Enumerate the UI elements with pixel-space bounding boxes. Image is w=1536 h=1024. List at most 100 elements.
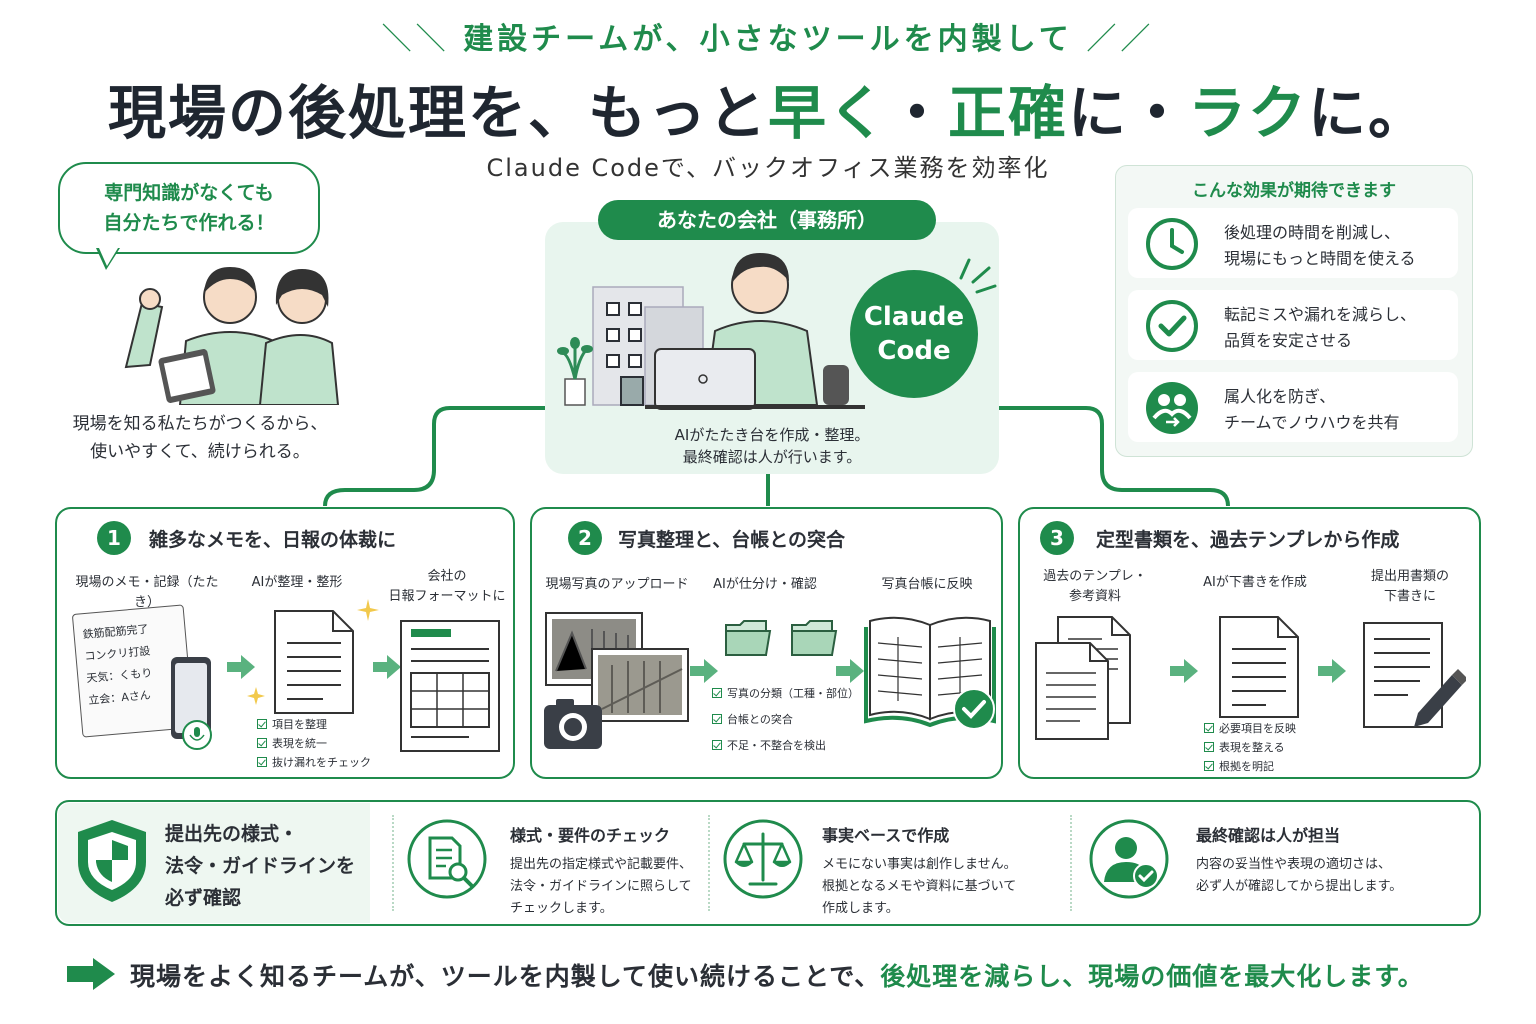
- step-1-check-2: 表現を統一: [257, 734, 371, 753]
- checkbox-icon: [1204, 723, 1214, 733]
- effect-quality-line2: 品質を安定させる: [1224, 331, 1353, 350]
- compliance-lead-line1: 提出先の様式・: [165, 823, 299, 845]
- headline: 現場の後処理を、もっと早く・正確に・ラクに。: [0, 66, 1536, 150]
- checkbox-icon: [712, 740, 722, 750]
- checkbox-icon: [257, 738, 267, 748]
- effect-item-time: 後処理の時間を削減し、 現場にもっと時間を使える: [1128, 208, 1458, 278]
- step-2-col1-label: 現場写真のアップロード: [545, 577, 689, 592]
- speech-bubble: 専門知識がなくても 自分たちで作れる！: [58, 162, 320, 254]
- clock-icon: [1146, 218, 1198, 270]
- flow-arrow-2a: [690, 659, 718, 683]
- step-1-card: 1 雑多なメモを、日報の体裁に 現場のメモ・記録（たたき） AIが整理・整形 会…: [55, 507, 515, 779]
- step-2-check-2: 台帳との突合: [712, 707, 859, 733]
- left-caption: 現場を知る私たちがつくるから、 使いやすくて、続けられる。: [40, 410, 360, 466]
- footer-message: 現場をよく知るチームが、ツールを内製して使い続けることで、後処理を減らし、現場の…: [130, 957, 1424, 993]
- checkbox-icon: [1204, 742, 1214, 752]
- effect-time-line1: 後処理の時間を削減し、: [1224, 223, 1401, 242]
- fact-based-line3: 作成します。: [822, 901, 899, 916]
- team-share-icon: [1146, 382, 1198, 434]
- step-3-check-2: 表現を整える: [1204, 738, 1296, 757]
- dotted-divider: [392, 815, 394, 911]
- dotted-divider: [708, 815, 710, 911]
- report-form-icon: [400, 620, 500, 752]
- flow-arrow-1a: [227, 655, 255, 679]
- headline-dot: ・: [887, 79, 948, 147]
- step-1-title: 雑多なメモを、日報の体裁に: [149, 529, 397, 551]
- headline-fast: 早く: [767, 79, 888, 147]
- site-photos-icon: [544, 612, 689, 749]
- shield-icon: [78, 820, 146, 902]
- bubble-line1: 専門知識がなくても: [104, 182, 274, 204]
- photo-ledger-icon: [864, 616, 996, 730]
- company-caption-line2: 最終確認は人が行います。: [682, 448, 862, 466]
- checkbox-icon: [712, 688, 722, 698]
- company-caption-line1: AIがたたき台を作成・整理。: [674, 426, 870, 444]
- compliance-item-format: 様式・要件のチェック 提出先の指定様式や記載要件、 法令・ガイドラインに照らして…: [510, 822, 692, 920]
- workers-illustration: [124, 267, 340, 405]
- submission-pen-icon: [1363, 622, 1466, 728]
- step-1-col3-line1: 会社の: [427, 569, 467, 584]
- step-3-col3-line2: 下書きに: [1383, 589, 1436, 604]
- step-2-title: 写真整理と、台帳との突合: [618, 529, 846, 551]
- left-caption-line1: 現場を知る私たちがつくるから、: [72, 414, 328, 434]
- flow-arrow-3b: [1318, 659, 1346, 683]
- checkbox-icon: [1204, 761, 1214, 771]
- format-check-text: 提出先の指定様式や記載要件、 法令・ガイドラインに照らして チェックします。: [510, 854, 692, 920]
- effect-time-line2: 現場にもっと時間を使える: [1224, 249, 1416, 268]
- step-2-col3-label: 写真台帳に反映: [881, 577, 973, 592]
- footer-part2: 後処理を減らし、現場の価値を最大化します。: [880, 962, 1424, 991]
- tagline-text: 建設チームが、小さなツールを内製して: [463, 22, 1073, 57]
- step-2-check-1: 写真の分類（工種・部位）: [712, 681, 859, 707]
- step-3-col1-line2: 参考資料: [1068, 589, 1121, 604]
- step-2-number: 2: [568, 521, 602, 555]
- sparkle-icon: [247, 687, 265, 705]
- step-3-number: 3: [1040, 521, 1074, 555]
- document-search-icon: [407, 819, 487, 899]
- fact-based-line1: メモにない事実は創作しません。: [822, 857, 1017, 872]
- step-3-col1-label: 過去のテンプレ・ 参考資料: [1030, 567, 1160, 607]
- office-illustration: [557, 253, 865, 410]
- headline-easy: ラク: [1188, 79, 1309, 147]
- slash-decoration-right: ／／: [1072, 22, 1155, 57]
- claude-badge-line1: Claude: [863, 302, 965, 332]
- human-review-text: 内容の妥当性や表現の適切さは、 必ず人が確認してから提出します。: [1196, 854, 1402, 898]
- step-3-checklist: 必要項目を反映 表現を整える 根拠を明記: [1204, 719, 1296, 776]
- checkbox-icon: [257, 719, 267, 729]
- subheadline: Claude Codeで、バックオフィス業務を効率化: [486, 154, 1050, 182]
- left-caption-line2: 使いやすくて、続けられる。: [90, 442, 310, 462]
- folder-icons: [725, 620, 838, 656]
- footer-arrow-icon: [67, 958, 115, 990]
- step-2-col2-label: AIが仕分け・確認: [713, 577, 817, 592]
- format-check-line1: 提出先の指定様式や記載要件、: [510, 857, 693, 872]
- human-review-title: 最終確認は人が担当: [1196, 826, 1341, 845]
- sparkle-icon: [357, 599, 379, 621]
- bubble-tail-inner: [99, 248, 118, 266]
- step-3-card: 3 定型書類を、過去テンプレから作成 過去のテンプレ・ 参考資料 AIが下書きを…: [1018, 507, 1481, 779]
- human-review-line2: 必ず人が確認してから提出します。: [1196, 879, 1403, 894]
- fact-based-title: 事実ベースで作成: [822, 826, 950, 845]
- step-3-check-1: 必要項目を反映: [1204, 719, 1296, 738]
- fact-based-text: メモにない事実は創作しません。 根拠となるメモや資料に基づいて 作成します。: [822, 854, 1017, 920]
- compliance-lead-text: 提出先の様式・ 法令・ガイドラインを 必ず確認: [165, 818, 355, 914]
- person-check-icon: [1089, 819, 1169, 899]
- format-check-line2: 法令・ガイドラインに照らして: [510, 879, 692, 894]
- check-circle-icon: [1146, 300, 1198, 352]
- headline-part1: 現場の後処理を、もっと: [107, 79, 768, 147]
- effect-team-line1: 属人化を防ぎ、: [1224, 387, 1336, 406]
- footer-part1: 現場をよく知るチームが、ツールを内製して使い続けることで、: [130, 962, 881, 991]
- effects-title: こんな効果が期待できます: [1192, 181, 1396, 201]
- scale-icon: [723, 819, 803, 899]
- slash-decoration-left: ＼＼: [381, 22, 464, 57]
- step-3-col2-label: AIが下書きを作成: [1203, 575, 1307, 590]
- company-label: あなたの会社（事務所）: [598, 200, 936, 240]
- flow-arrow-2b: [836, 659, 864, 683]
- step-3-check-3: 根拠を明記: [1204, 757, 1296, 776]
- compliance-item-human: 最終確認は人が担当 内容の妥当性や表現の適切さは、 必ず人が確認してから提出しま…: [1196, 822, 1402, 898]
- tagline: ＼＼ 建設チームが、小さなツールを内製して ／／: [0, 14, 1536, 58]
- checkbox-icon: [712, 714, 722, 724]
- compliance-lead-line3: 必ず確認: [165, 887, 242, 909]
- step-2-card: 2 写真整理と、台帳との突合 現場写真のアップロード AIが仕分け・確認 写真台…: [530, 507, 1003, 779]
- step-2-check-3: 不足・不整合を検出: [712, 733, 859, 759]
- headline-accurate: 正確: [947, 79, 1068, 147]
